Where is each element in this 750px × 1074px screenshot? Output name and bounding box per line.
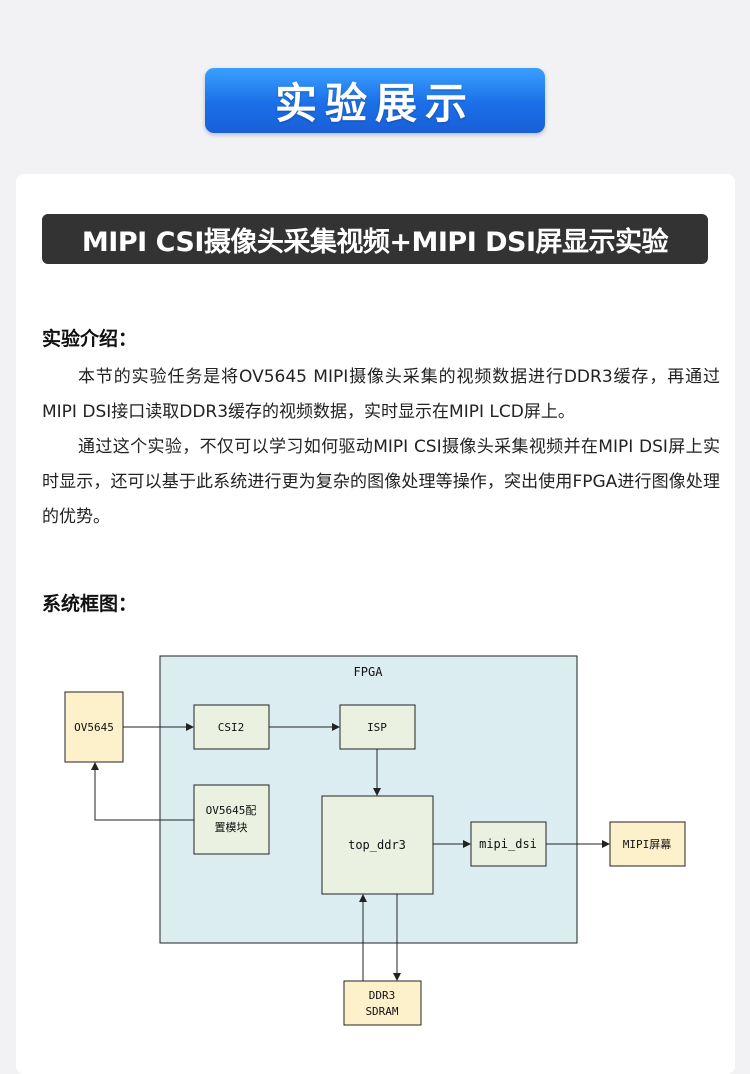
intro-label: 实验介绍： [42,328,138,350]
csi2-text: CSI2 [218,721,245,734]
ov5645-text: OV5645 [74,721,114,734]
ddr3-sdram-block [343,980,422,1026]
experiment-heading: MIPI CSI摄像头采集视频+MIPI DSI屏显示实验 [42,214,708,264]
ddr3-text-line1: DDR3 [369,989,396,1002]
isp-text: ISP [367,721,387,734]
mipi-dsi-text: mipi_dsi [479,837,537,851]
mipi-dsi-block [470,821,547,867]
config-text-line1: OV5645配 [206,804,257,817]
top-ddr3-text: top_ddr3 [348,838,406,852]
config-text-line2: 置模块 [215,821,248,834]
banner-title: 实验展示 [274,79,475,128]
ov5645-config-block [193,784,270,855]
mipi-screen-block [609,821,686,867]
system-block-diagram: FPGA OV5645 CSI2 ISP OV5645配 置模块 top_ddr… [64,655,686,1026]
title-banner: 实验展示 [205,68,545,133]
intro-paragraph-1: 本节的实验任务是将OV5645 MIPI摄像头采集的视频数据进行DDR3缓存，再… [42,367,720,422]
csi2-block [193,704,270,750]
fpga-label: FPGA [354,665,384,679]
ddr3-text-line2: SDRAM [365,1005,398,1018]
experiment-title: MIPI CSI摄像头采集视频+MIPI DSI屏显示实验 [81,226,669,258]
top-ddr3-block [321,795,434,895]
arrow-config-to-ov5645 [91,762,194,821]
mipi-screen-text: MIPI屏幕 [623,837,672,851]
diagram-label: 系统框图： [42,593,138,615]
ov5645-block [64,691,124,763]
intro-paragraph-2: 通过这个实验，不仅可以学习如何驱动MIPI CSI摄像头采集视频并在MIPI D… [42,437,720,527]
